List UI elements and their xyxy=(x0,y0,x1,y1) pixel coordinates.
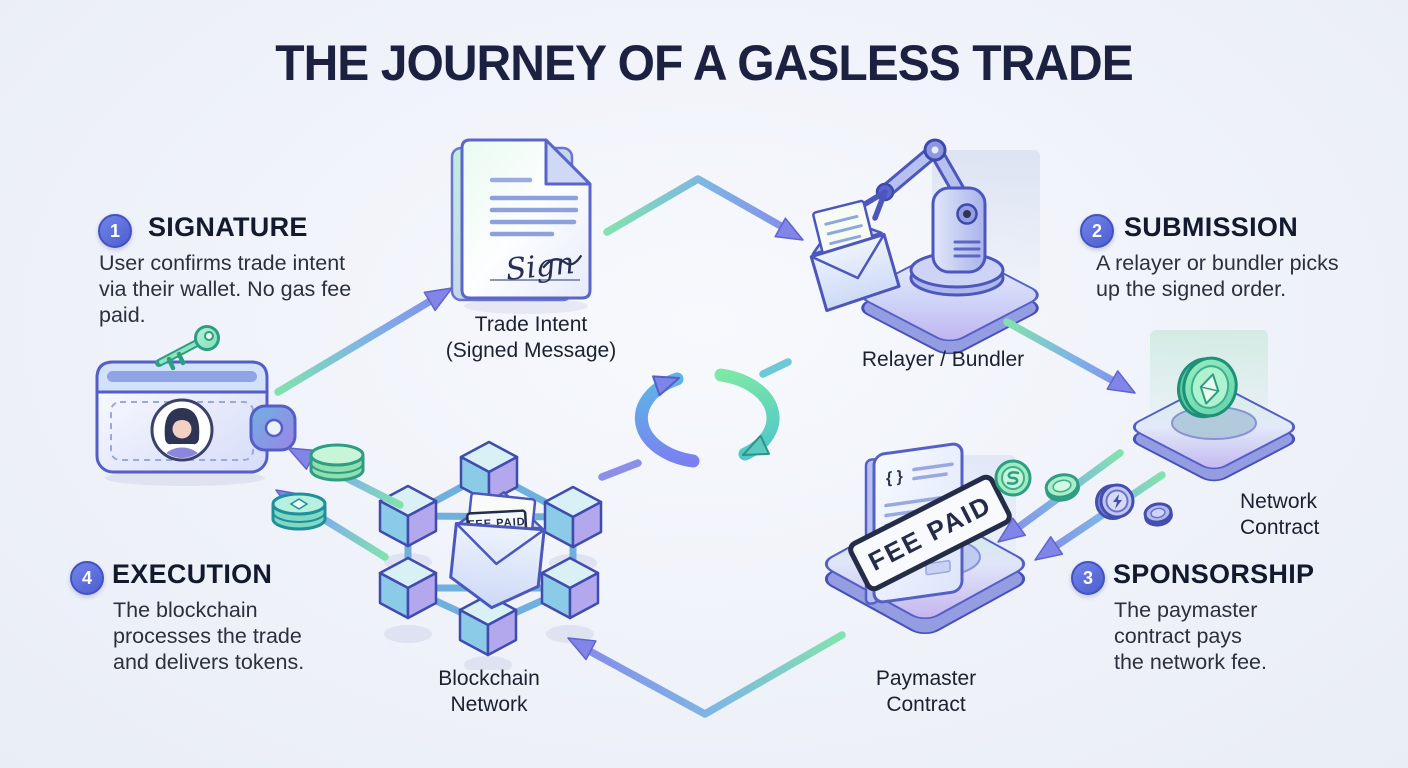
dollar-coin-icon xyxy=(994,459,1032,497)
lightning-coin-icon xyxy=(1095,483,1135,520)
step-4-title: EXECUTION xyxy=(112,559,273,589)
step-2-badge: 2 xyxy=(1080,214,1114,248)
arrow-relayer-to-network xyxy=(1003,318,1123,388)
eth-token-stack-icon xyxy=(271,492,327,531)
signature-icon: Sign xyxy=(504,246,582,288)
flat-coin-icon xyxy=(1044,473,1080,502)
step-1-badge: 1 xyxy=(98,214,132,248)
step-4-badge: 4 xyxy=(70,561,104,595)
wallet-with-avatar-icon xyxy=(95,325,297,486)
step-3-title: SPONSORSHIP xyxy=(1113,559,1315,589)
page-title: THE JOURNEY OF A GASLESS TRADE xyxy=(275,35,1134,91)
network-contract-label: Network Contract xyxy=(1240,490,1320,539)
decor-dash-1 xyxy=(759,358,792,378)
step-1-title: SIGNATURE xyxy=(148,212,308,242)
network-contract-icon xyxy=(1132,356,1296,482)
cycle-arrows-icon xyxy=(634,368,780,468)
small-coin-icon xyxy=(1143,502,1173,527)
step-2-description: A relayer or bundler picks up the signed… xyxy=(1096,251,1339,301)
decor-dash-2 xyxy=(598,459,642,481)
robot-arm-icon xyxy=(809,138,1039,355)
arrow-paymaster-to-blockchain xyxy=(580,631,846,718)
document-lines-icon xyxy=(489,177,579,237)
blockchain-label: Blockchain Network xyxy=(438,667,540,716)
step-1-description: User confirms trade intent via their wal… xyxy=(99,251,352,327)
eth-coin-icon xyxy=(1177,356,1238,419)
step-2-title: SUBMISSION xyxy=(1124,212,1299,242)
step-3-badge: 3 xyxy=(1071,561,1105,595)
signed-document-icon: Sign xyxy=(450,138,592,314)
code-glyph: { } xyxy=(886,467,903,487)
key-icon xyxy=(155,325,220,371)
relayer-label: Relayer / Bundler xyxy=(861,348,1025,371)
blockchain-network-icon: FEE PAID xyxy=(378,440,603,670)
step-3-description: The paymaster contract pays the network … xyxy=(1114,598,1267,674)
arrow-document-to-relayer xyxy=(603,175,792,236)
fee-paid-envelope-icon: FEE PAID xyxy=(449,491,546,610)
token-stack-icon xyxy=(309,443,365,482)
signature-text: Sign xyxy=(504,246,576,288)
arrow-wallet-to-document xyxy=(274,293,441,396)
envelope-icon xyxy=(809,199,901,313)
paymaster-contract-icon: { } FEE PAID xyxy=(824,442,1026,635)
step-4-description: The blockchain processes the trade and d… xyxy=(113,598,305,674)
trade-intent-label: Trade Intent (Signed Message) xyxy=(445,313,617,362)
robot-arm-segments xyxy=(862,138,966,221)
avatar xyxy=(150,398,214,462)
paymaster-label: Paymaster Contract xyxy=(875,667,977,716)
